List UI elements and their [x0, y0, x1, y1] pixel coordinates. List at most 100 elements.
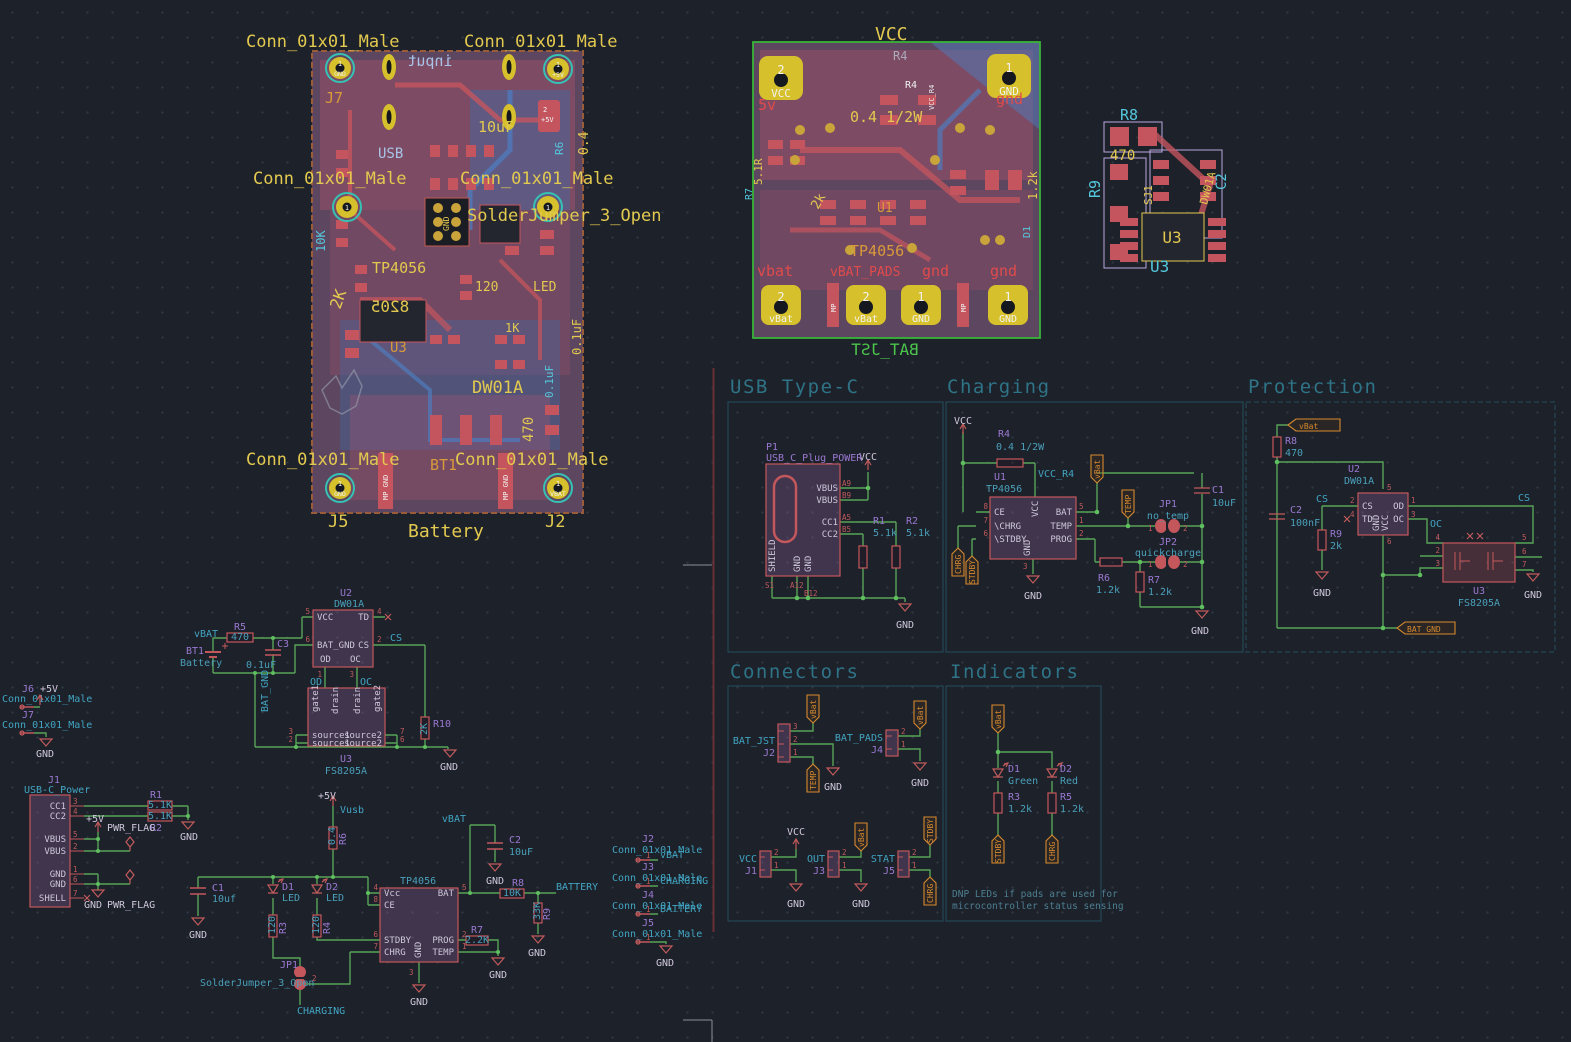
resistor-r2[interactable]: 5.1K R2: [147, 811, 173, 834]
net-vbat[interactable]: vBAT: [194, 629, 218, 640]
tag-vbat[interactable]: vBat: [1287, 418, 1341, 432]
resistor-r2[interactable]: R2 5.1k: [891, 516, 930, 569]
solder-jumper-jp1[interactable]: JP1 SolderJumper_3_Open 2: [200, 960, 317, 990]
tag-vbat[interactable]: vBat: [913, 700, 927, 730]
ref-r6: R6: [553, 142, 566, 155]
resistor-r8[interactable]: 10K R8: [499, 878, 525, 899]
net-vusb[interactable]: Vusb: [340, 805, 364, 816]
tag-chrg[interactable]: CHRG: [923, 876, 937, 906]
pin-2: 2: [1435, 546, 1440, 555]
connector-j5-stat[interactable]: STAT J5 2 1: [871, 848, 917, 878]
tag-vbat[interactable]: vBat: [806, 694, 820, 724]
vcc-flag[interactable]: VCC: [859, 452, 877, 463]
tag-chrg[interactable]: CHRG: [951, 547, 965, 577]
resistor-r1[interactable]: R1 5.1k: [858, 516, 897, 569]
resistor-r9[interactable]: R9 2k: [1317, 529, 1342, 552]
led-d1[interactable]: D1 Green: [992, 762, 1038, 787]
resistor-r1[interactable]: 5.1K R1: [147, 790, 173, 811]
net-vbat[interactable]: vBAT: [442, 814, 466, 825]
connector-j3[interactable]: J3 Conn_01x01_Male 1 CHARGING: [612, 862, 708, 889]
tag-stdby[interactable]: STDBY: [965, 555, 979, 585]
jumper-jp1[interactable]: JP1 no_temp 1 2: [1147, 499, 1189, 534]
ic-u2-dw01a[interactable]: U2 DW01A CS TD OD OC VCC GND 2 4 5 6 1 3: [1343, 464, 1416, 546]
conn-label: Conn_01x01_Male: [460, 169, 614, 189]
resistor-r5[interactable]: 470 R5: [226, 622, 254, 643]
ref-d1: D1: [1022, 226, 1033, 238]
connector-j1-vcc[interactable]: VCC J1 2 1: [739, 848, 779, 878]
ic-u2-dw01a[interactable]: U2 DW01A VCC BAT_GND TD CS OD OC 5 6 4 2…: [305, 588, 392, 679]
net-charging[interactable]: CHARGING: [297, 1006, 345, 1017]
resistor-r9[interactable]: 33K R9: [532, 902, 553, 924]
led-d2[interactable]: D2 Red: [1046, 762, 1078, 787]
resistor-r8[interactable]: R8 470: [1272, 436, 1303, 459]
net-oc[interactable]: OC: [1430, 519, 1442, 530]
capacitor-c2[interactable]: C2 100nF: [1268, 505, 1320, 529]
ic-u3-fs8205a[interactable]: U3 FS8205A 4 2 3 5 6 7: [1435, 532, 1527, 609]
net-cs[interactable]: CS: [390, 633, 402, 644]
value-r2: 5.1K: [148, 811, 172, 822]
net-bat-gnd[interactable]: BAT_GND: [260, 670, 271, 712]
capacitor-c1[interactable]: C1 10uf: [190, 883, 236, 905]
tag-vbat[interactable]: vBat: [991, 704, 1005, 734]
pin-4: 4: [377, 607, 382, 616]
resistor-r5[interactable]: R5 1.2k: [1047, 792, 1084, 815]
pin-drain: drain: [331, 687, 341, 714]
tag-stdby[interactable]: STDBY: [923, 816, 937, 846]
net-cs[interactable]: CS: [1518, 493, 1530, 504]
tag-temp[interactable]: TEMP: [806, 763, 820, 793]
connector-j3-out[interactable]: OUT J3 2 1: [807, 848, 847, 878]
connector-j7[interactable]: J7 Conn_01x01_Male: [2, 710, 92, 736]
resistor-r7[interactable]: 2.2K R7: [465, 925, 489, 946]
resistor-r4[interactable]: R4 0.4 1/2W: [996, 429, 1045, 468]
pin-temp: TEMP: [432, 948, 454, 958]
gnd-solder-jumper[interactable]: GND: [424, 197, 470, 247]
vcc-flag[interactable]: VCC: [787, 827, 805, 838]
pin-2: 2: [312, 974, 317, 983]
battery-bt1[interactable]: BT1 Battery: [180, 643, 228, 669]
ref-u3: U3: [340, 754, 352, 765]
connector-j4[interactable]: J4 Conn_01x01_Male 1 BATTERY: [612, 890, 702, 917]
ic-u1-tp4056[interactable]: U1 TP4056 CE \CHRG \STDBY BAT TEMP PROG …: [983, 472, 1083, 571]
connector-j5[interactable]: J5 Conn_01x01_Male 1: [612, 918, 702, 945]
tag-temp[interactable]: TEMP: [1121, 489, 1135, 519]
pin-oc: OC: [350, 655, 361, 665]
tag-vbat[interactable]: vBat: [1090, 454, 1104, 484]
net-cs[interactable]: CS: [1316, 494, 1328, 505]
tht-pads[interactable]: [325, 53, 573, 503]
connector-j2-bat-jst[interactable]: BAT_JST J2 3 2 1: [733, 722, 798, 763]
connector-j2[interactable]: J2 Conn_01x01_Male 1 vBAT: [612, 834, 702, 863]
tag-vbat[interactable]: vBat: [854, 822, 868, 852]
gnd-label: GND: [1024, 591, 1042, 602]
ic-u3-fs8205a[interactable]: gate1 drain drain gate2 source1 source2 …: [288, 685, 405, 777]
tag-chrg[interactable]: CHRG: [1045, 834, 1059, 864]
pcb-fragment[interactable]: R8 470 R9 SJ1 DW01A U3 U3 C2: [1086, 106, 1230, 276]
connector-j1-usbc-power[interactable]: J1 USB-C_Power CC1 CC2 VBUS VBUS GND GND…: [24, 775, 91, 908]
connector-j6[interactable]: J6 +5V Conn_01x01_Male: [2, 684, 92, 710]
net-battery[interactable]: BATTERY: [556, 882, 598, 893]
resistor-r7[interactable]: R7 1.2k: [1135, 571, 1172, 598]
tag-bat-gnd[interactable]: BAT_GND: [1396, 621, 1456, 635]
pcb-board-middle[interactable]: 2 VCC 1 GND 2 vBat 2 vBat 1 GND 1 GND MP…: [744, 24, 1041, 359]
capacitor-c1[interactable]: C1 10uF: [1193, 485, 1236, 509]
resistor-r3[interactable]: R3 1.2k: [993, 792, 1032, 815]
led-d1[interactable]: D1 LED: [267, 878, 300, 904]
tag-stdby[interactable]: STDBY: [991, 834, 1005, 864]
vcc-flag[interactable]: VCC: [954, 416, 972, 427]
usb-connector-p1[interactable]: P1 USB_C_Plug_POWER VBUS VBUS CC1 CC2 SH…: [765, 442, 863, 598]
gnd-symbol-icon: [898, 603, 912, 612]
resistor-r6[interactable]: R6 1.2k: [1096, 557, 1123, 596]
board-pads[interactable]: [759, 54, 1031, 327]
ic-tp4056[interactable]: TP4056 Vcc CE STDBY CHRG BAT PROG TEMP G…: [373, 876, 466, 977]
resistor-r4[interactable]: 120 R4: [311, 914, 333, 938]
capacitor-c2[interactable]: C2 10uF: [487, 835, 533, 858]
resistor-r10[interactable]: R10 2K: [419, 716, 451, 740]
jumper-jp2[interactable]: JP2 quickcharge 1 2: [1135, 537, 1201, 570]
pcb-board-left[interactable]: GND MP GND MP GND Conn_01x01_Male Conn_0…: [246, 32, 661, 542]
net-vcc-r4[interactable]: VCC_R4: [1038, 469, 1074, 480]
resistor-r6[interactable]: 0.4 R6: [327, 826, 349, 850]
capacitor-c3[interactable]: C3 0.1uF: [246, 639, 289, 671]
pin-6: 6: [373, 930, 378, 939]
connector-j4-bat-pads[interactable]: BAT_PADS J4 2 1: [835, 727, 906, 757]
resistor-r3[interactable]: 120 R3: [267, 914, 289, 938]
led-d2[interactable]: D2 LED: [311, 878, 344, 904]
